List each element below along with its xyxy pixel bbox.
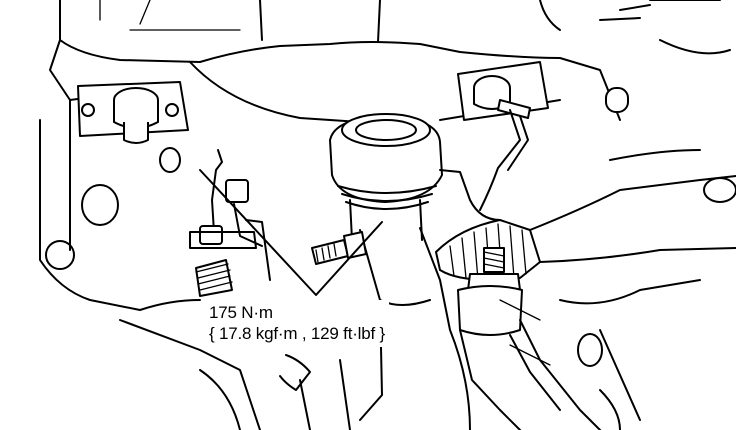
lower-bolt: [311, 231, 367, 265]
brake-line-bracket: [189, 149, 271, 297]
frame-member: [39, 0, 621, 301]
torque-alternate-units: { 17.8 kgf·m , 129 ft·lbf }: [209, 324, 386, 343]
upper-arm-ball-joint: [329, 113, 501, 241]
plug-right: [599, 0, 731, 113]
lower-right-details: [559, 279, 701, 430]
right-mount-bolt: [457, 61, 549, 211]
torque-specification: 175 N·m { 17.8 kgf·m , 129 ft·lbf }: [205, 300, 390, 347]
torque-newton-metres: 175 N·m: [209, 303, 273, 322]
leader-lines: [199, 169, 383, 296]
tie-rod-end: [457, 247, 641, 430]
left-mount-bolt: [77, 81, 189, 144]
lower-frame: [89, 299, 351, 430]
